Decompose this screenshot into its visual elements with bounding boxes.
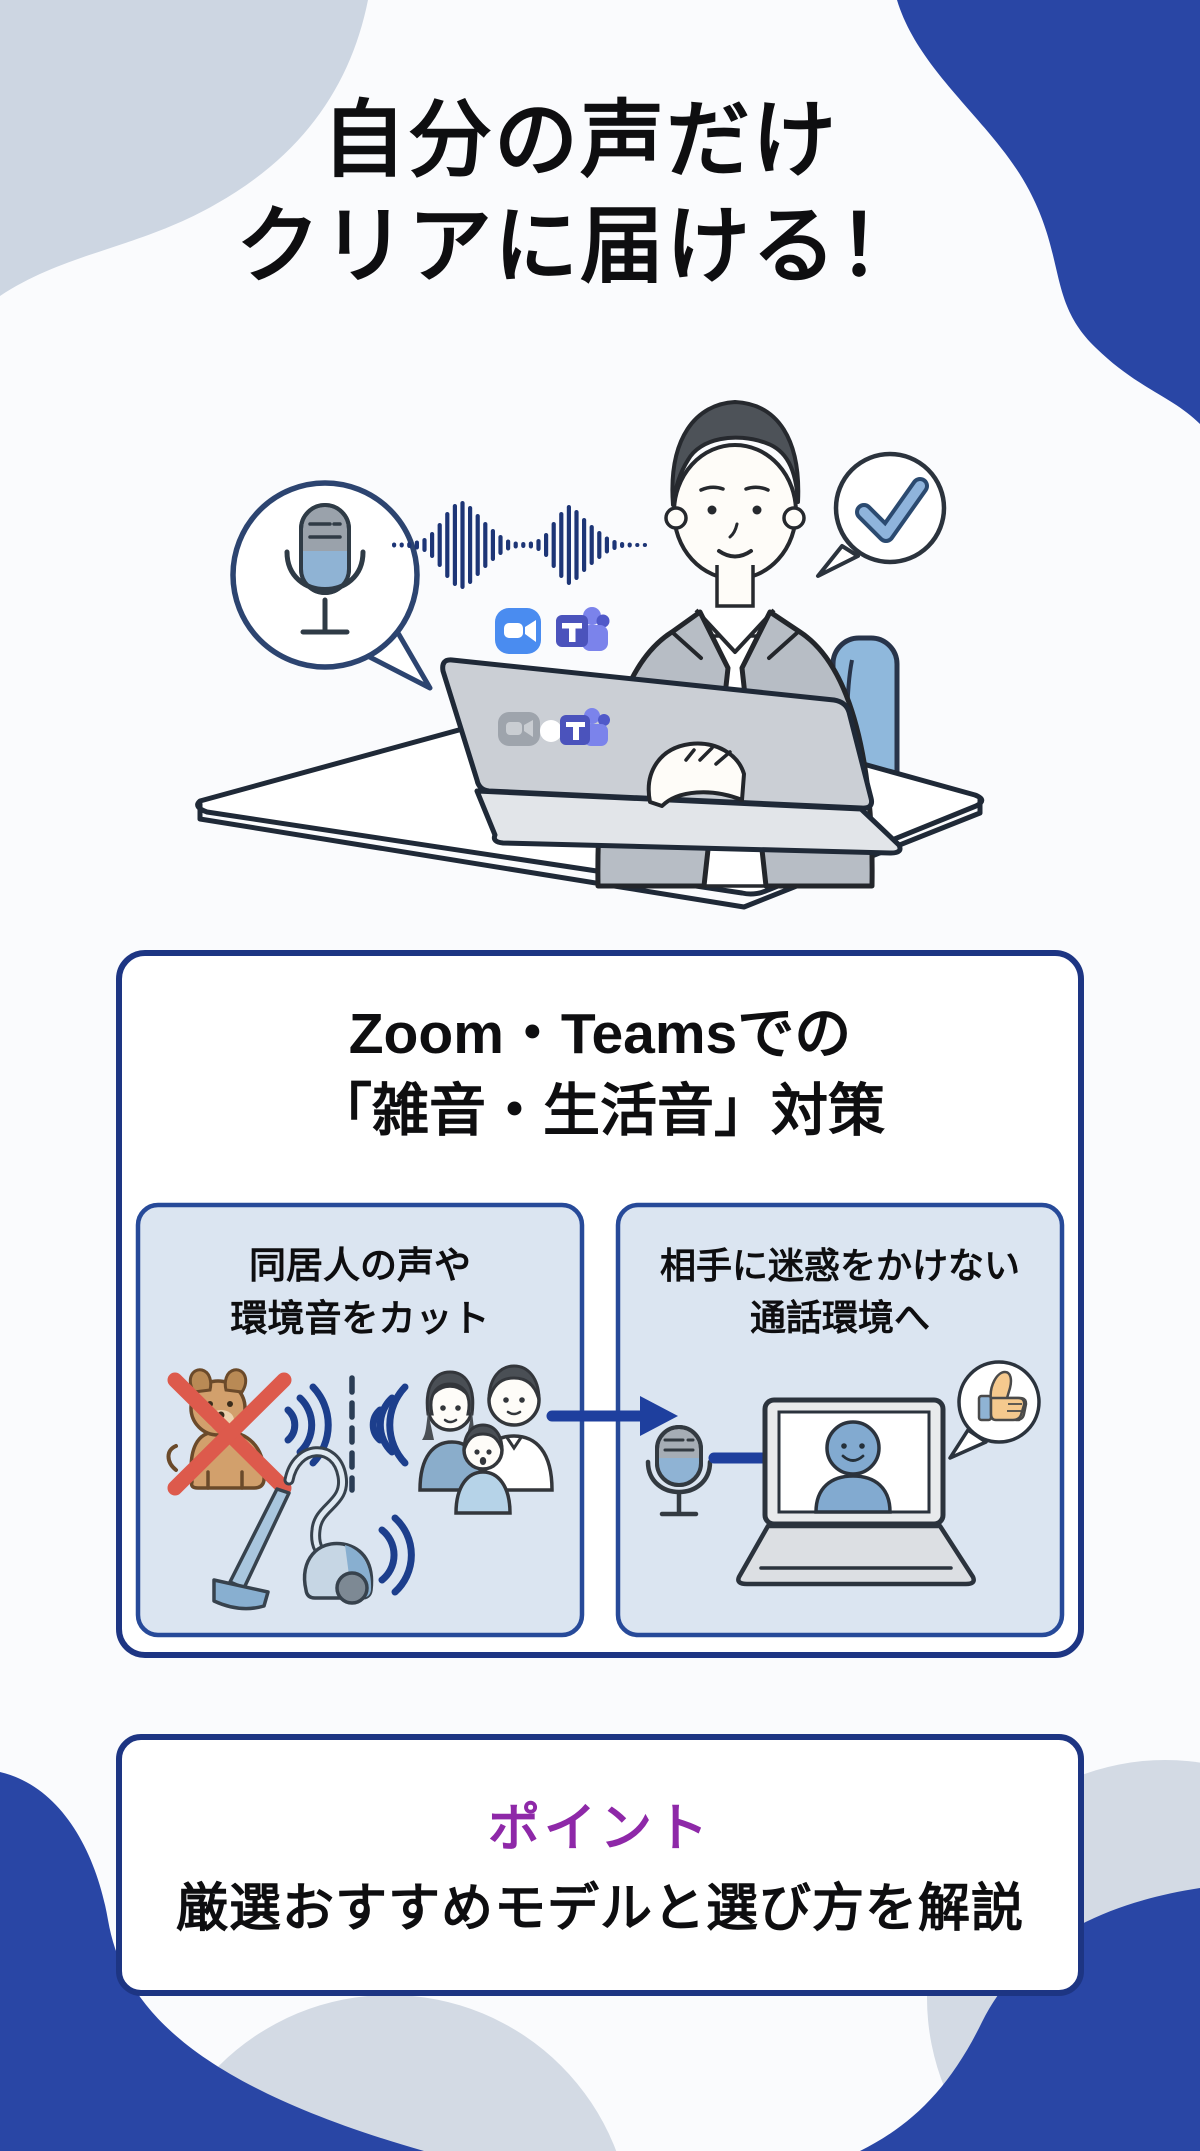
zoom-icon (495, 608, 541, 654)
right-panel-illustration (645, 1360, 1041, 1587)
blob-bottom-right (860, 1888, 1200, 2151)
check-icon (855, 477, 929, 543)
thumbs-up-icon (977, 1370, 1028, 1422)
right-panel-title: 相手に迷惑をかけない 通話環境へ (618, 1240, 1062, 1344)
neck (715, 565, 755, 608)
thumbs-up-bubble (948, 1360, 1041, 1460)
page-title-line2: クリアに届ける！ (235, 198, 924, 293)
main-box-title-line2: 「雑音・生活音」対策 (315, 1078, 885, 1143)
eye-left (707, 505, 717, 515)
left-panel-title-line1: 同居人の声や (249, 1245, 471, 1286)
hero-illustration (195, 400, 985, 910)
noise-waves-family (369, 1383, 409, 1467)
point-description: 厳選おすすめモデルと選び方を解説 (175, 1880, 1024, 1938)
blob-top-left (0, 0, 368, 296)
blob-top-right (897, 0, 1200, 424)
point-label: ポイント (487, 1800, 712, 1858)
right-panel-title-line2: 通話環境へ (749, 1297, 930, 1339)
page-title-line1: 自分の声だけ (321, 93, 838, 187)
check-speech-bubble (816, 451, 947, 578)
mic-speech-bubble (230, 480, 433, 691)
teams-icon-lid (560, 708, 610, 746)
main-box-title-line1: Zoom・Teamsでの (348, 1002, 852, 1066)
noise-waves-vacuum (378, 1514, 415, 1596)
left-panel-title-line2: 環境音をカット (230, 1297, 490, 1339)
camera-dot (540, 720, 562, 742)
flow-arrow (546, 1396, 678, 1436)
page-title: 自分の声だけ クリアに届ける！ (0, 88, 1160, 300)
blob-bottom-left (0, 1772, 424, 2151)
zoom-icon-gray (498, 712, 540, 746)
mic-small-icon (645, 1425, 713, 1517)
vacuum-icon (212, 1446, 374, 1611)
left-panel-title: 同居人の声や 環境音をカット (138, 1240, 582, 1345)
eye-right (752, 505, 762, 515)
sound-wave (392, 501, 647, 589)
face (672, 443, 798, 581)
laptop-icon (736, 1397, 976, 1587)
laptop (440, 657, 903, 856)
main-box-title: Zoom・Teamsでの 「雑音・生活音」対策 (119, 996, 1081, 1150)
point-box (116, 1734, 1084, 1996)
microphone-icon (284, 503, 366, 635)
hands (646, 741, 746, 808)
smile (717, 549, 753, 559)
x-mark-icon (167, 1372, 292, 1496)
family-icon (418, 1364, 554, 1515)
teams-icon (556, 607, 610, 651)
user-avatar (814, 1420, 892, 1514)
right-panel-title-line1: 相手に迷惑をかけない (659, 1245, 1020, 1286)
hair (670, 400, 801, 507)
left-panel-illustration (166, 1364, 554, 1611)
laptop-base (474, 788, 903, 856)
